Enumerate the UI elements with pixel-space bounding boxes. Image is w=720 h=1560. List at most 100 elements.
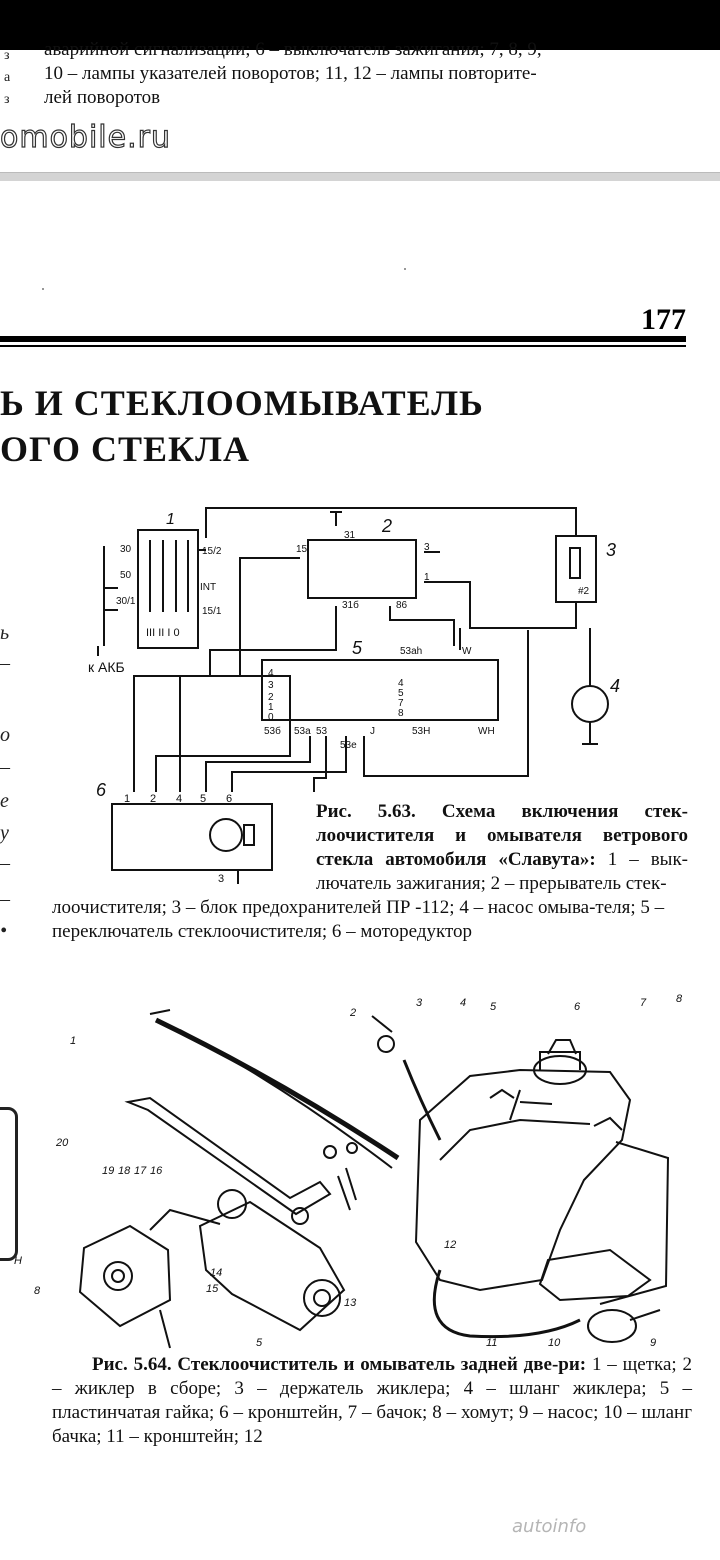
margin-mark: у	[0, 822, 9, 844]
fuse-block	[555, 535, 597, 603]
label-akb: к АКБ	[88, 659, 125, 675]
callout: H	[14, 1255, 22, 1267]
margin-mark: –	[0, 852, 10, 874]
switch-pos: 3	[268, 680, 274, 691]
callout: 1	[70, 1035, 76, 1047]
figure-563-caption-text: 1 – вык-лючатель зажигания; 2 – прерыват…	[316, 849, 688, 894]
callout: 20	[55, 1137, 69, 1149]
header-rule-thin	[0, 345, 686, 347]
terminal-1: 1	[424, 572, 430, 583]
figure-564-caption: Рис. 5.64. Стеклоочиститель и омыватель …	[52, 1353, 692, 1449]
margin-mark: –	[0, 652, 10, 674]
callout: 13	[344, 1297, 357, 1309]
terminal-w: W	[462, 646, 472, 657]
callout: 15	[206, 1283, 219, 1295]
label-3: 3	[606, 540, 616, 560]
speck	[404, 268, 406, 270]
terminal-86: 86	[396, 600, 408, 611]
switch-pos: 7	[398, 698, 404, 709]
callout: 2	[349, 1007, 356, 1019]
previous-line-1: аварийной сигнализации; 6 – выключатель …	[44, 39, 542, 60]
switch-positions: III II I 0	[146, 627, 180, 639]
callout: 17	[134, 1165, 147, 1177]
header-rule	[0, 336, 686, 342]
switch-pos: 2	[268, 692, 274, 703]
motor-terminal: 6	[226, 793, 232, 805]
callout: 6	[574, 1001, 581, 1013]
terminal-53h: 53H	[412, 726, 430, 737]
terminal-53ah: 53ah	[400, 646, 422, 657]
previous-page-text: аварийной сигнализации; 6 – выключатель …	[44, 38, 684, 110]
page-separator	[0, 172, 720, 181]
motor-reducer-box	[111, 803, 273, 871]
terminal-53b: 53б	[264, 725, 281, 737]
margin-mark: •	[0, 920, 8, 942]
previous-margin-mark: з	[4, 48, 10, 63]
label-1: 1	[166, 511, 175, 528]
figure-564-caption-title: Рис. 5.64. Стеклоочиститель и омыватель …	[92, 1354, 587, 1375]
callout: 3	[416, 997, 423, 1009]
label-2: 2	[381, 516, 392, 536]
margin-mark: –	[0, 756, 10, 778]
callout: 16	[150, 1165, 163, 1177]
ignition-switch-box	[137, 529, 199, 649]
terminal-53e: 53е	[340, 740, 357, 751]
callout: 4	[460, 997, 466, 1009]
figure-563-caption-continued: лоочистителя; 3 – блок предохранителей П…	[52, 897, 665, 942]
speck	[42, 288, 44, 290]
margin-frame	[0, 1107, 18, 1261]
page-number: 177	[641, 303, 686, 336]
figure-563-caption-title: Рис. 5.63. Схема включения стек-лоочисти…	[316, 801, 688, 870]
terminal-15-1: 15/1	[202, 606, 222, 617]
margin-mark: ь	[0, 622, 10, 644]
callout: 7	[640, 997, 647, 1009]
terminal-int: INT	[200, 582, 216, 593]
terminal-15: 15	[296, 544, 308, 555]
section-heading-line-2: ОГО СТЕКЛА	[0, 429, 250, 469]
interrupter-box	[307, 539, 417, 599]
terminal-30-1: 30/1	[116, 596, 136, 607]
terminal-15-2: 15/2	[202, 546, 222, 557]
label-4: 4	[610, 676, 620, 696]
callout: 11	[486, 1337, 497, 1349]
previous-line-3: лей поворотов	[44, 87, 161, 108]
callout: 10	[548, 1337, 561, 1349]
terminal-53a: 53а	[294, 726, 311, 737]
terminal-j: J	[370, 726, 375, 737]
motor-terminal: 3	[218, 873, 224, 885]
rear-wiper-illustration: 1 2 3 4 5 6 7 8 20 19 18 17 16 15 14 13 …	[14, 993, 683, 1349]
terminal-31b: 31б	[342, 599, 359, 611]
switch-pos: 8	[398, 708, 404, 719]
terminal-50: 50	[120, 570, 132, 581]
figure-563-caption: Рис. 5.63. Схема включения стек-лоочисти…	[316, 800, 688, 896]
switch-pos: 4	[268, 668, 274, 679]
label-5: 5	[352, 638, 363, 658]
motor-terminal: 4	[176, 793, 182, 805]
label-6: 6	[96, 780, 107, 800]
corner-watermark: autoinfo	[512, 1516, 587, 1537]
section-heading-line-1: Ь И СТЕКЛООМЫВАТЕЛЬ	[0, 383, 484, 423]
terminal-53: 53	[316, 726, 328, 737]
terminal-31: 31	[344, 530, 356, 541]
callout: 8	[34, 1285, 41, 1297]
callout: 18	[118, 1165, 131, 1177]
terminal-3: 3	[424, 542, 430, 553]
terminal-wh: WH	[478, 726, 495, 737]
callout: 5	[256, 1337, 263, 1349]
motor-terminal: 1	[124, 793, 130, 805]
motor-terminal: 2	[150, 793, 156, 805]
previous-margin-mark: з	[4, 92, 10, 107]
previous-margin-mark: а	[4, 70, 11, 85]
switch-pos: 0	[268, 712, 274, 723]
wiper-switch-box	[261, 659, 499, 721]
figure-564-caption-text: 1 – щетка; 2 – жиклер в сборе; 3 – держа…	[52, 1354, 692, 1447]
callout: 9	[650, 1337, 656, 1349]
callout: 14	[210, 1267, 222, 1279]
margin-mark: –	[0, 888, 10, 910]
callout: 12	[444, 1239, 456, 1251]
switch-pos: 5	[398, 688, 404, 699]
fuse-number: #2	[578, 586, 590, 597]
terminal-30: 30	[120, 544, 132, 555]
switch-pos: 4	[398, 678, 404, 689]
switch-pos: 1	[268, 702, 274, 713]
